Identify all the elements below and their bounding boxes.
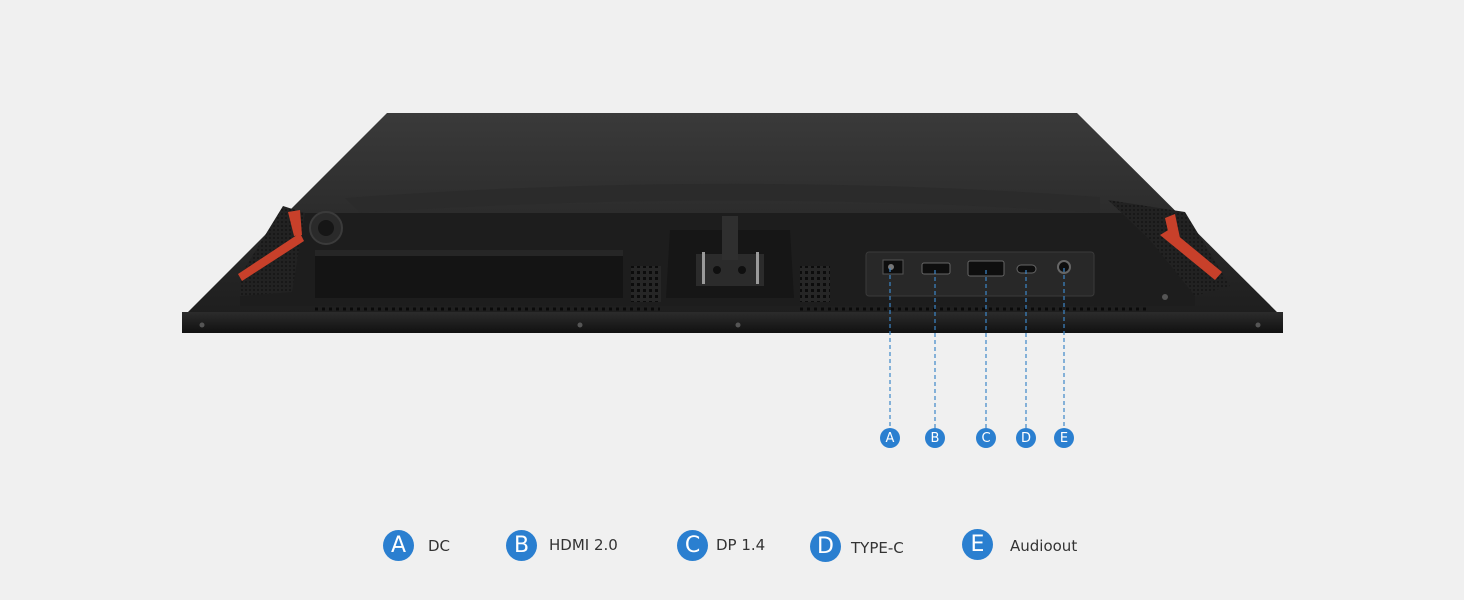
- legend-label-hdmi: HDMI 2.0: [549, 536, 618, 554]
- legend-badge-c: C: [677, 530, 708, 561]
- legend-label-audio: Audioout: [1010, 537, 1078, 555]
- legend-badge-a: A: [383, 530, 414, 561]
- legend-badge-d: D: [810, 531, 841, 562]
- callout-badge-e: E: [1054, 428, 1074, 448]
- callout-badge-b: B: [925, 428, 945, 448]
- right-grille: [1108, 200, 1230, 296]
- io-bay: [865, 251, 1095, 297]
- left-grille: [238, 206, 343, 296]
- callout-badge-c: C: [976, 428, 996, 448]
- legend-badge-b: B: [506, 530, 537, 561]
- dp-port: [967, 260, 1005, 277]
- legend-label-dc: DC: [428, 537, 451, 555]
- vent-left: [631, 266, 661, 302]
- left-recess: [315, 250, 623, 298]
- leader-lines: [889, 268, 1065, 428]
- stand-mount: [666, 216, 794, 298]
- vent-right: [800, 266, 830, 302]
- callout-badge-d: D: [1016, 428, 1036, 448]
- legend-badge-e: E: [962, 529, 993, 560]
- legend-label-dp: DP 1.4: [716, 536, 766, 554]
- callout-badge-a: A: [880, 428, 900, 448]
- hdmi-port: [921, 262, 951, 275]
- legend-label-typec: TYPE-C: [851, 539, 904, 557]
- audio-port: [1057, 260, 1071, 274]
